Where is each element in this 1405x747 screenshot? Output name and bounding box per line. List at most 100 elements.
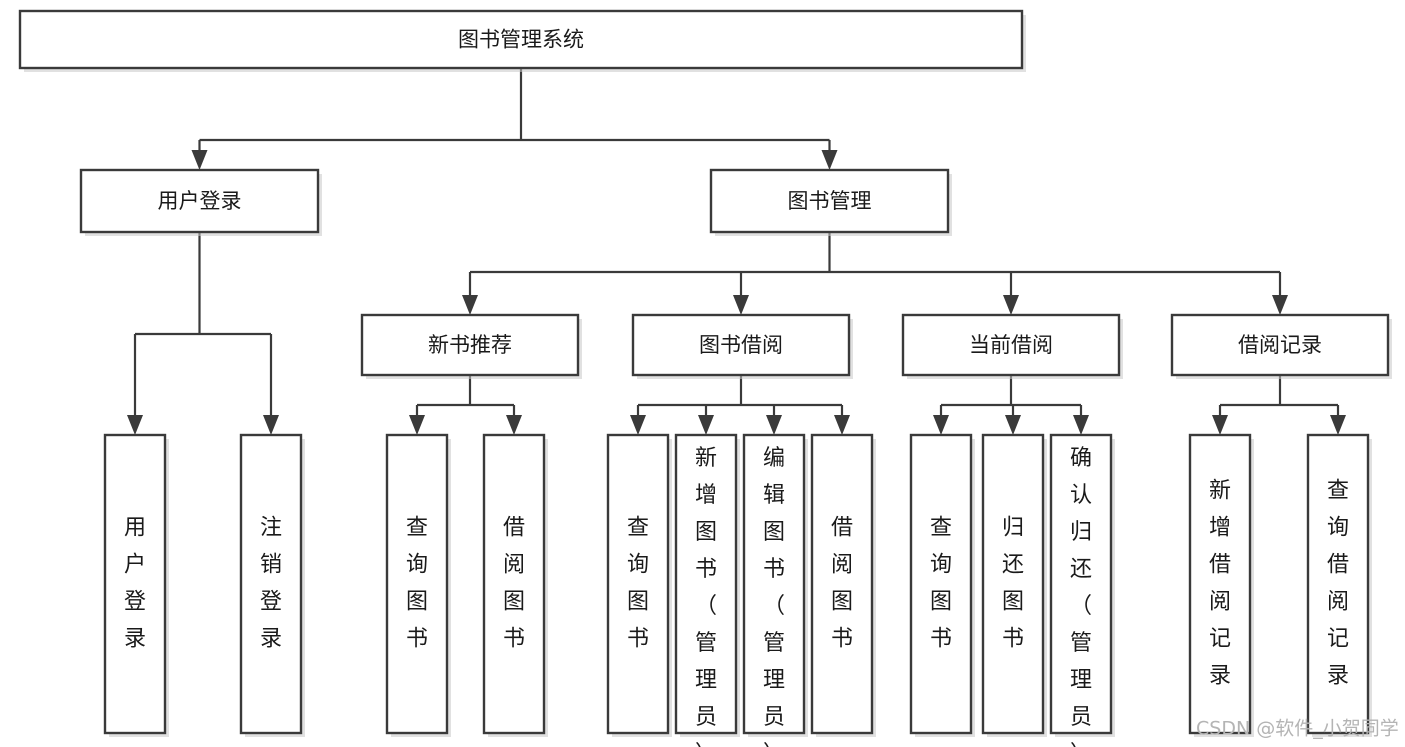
arrow-head-icon	[462, 295, 478, 315]
node-label: 当前借阅	[969, 333, 1053, 357]
csdn-watermark: CSDN @软件_小贺同学	[1196, 718, 1399, 740]
node-label-char: ）	[763, 742, 785, 747]
node-box[interactable]	[709, 168, 950, 234]
node-label-char: 注	[260, 516, 282, 541]
node-label: 图书借阅	[699, 333, 783, 357]
arrow-head-icon	[1212, 415, 1228, 435]
node-label-char: 查	[930, 516, 952, 541]
node-borrow-records[interactable]: 借阅记录	[1170, 313, 1392, 379]
node-label-char: 阅	[831, 553, 853, 578]
node-user-login[interactable]: 用户登录	[79, 168, 322, 236]
node-box[interactable]	[1170, 313, 1390, 377]
node-label-char: 增	[695, 483, 717, 508]
arrow-head-icon	[506, 415, 522, 435]
node-box[interactable]	[742, 433, 806, 735]
node-label-char: 归	[1002, 516, 1024, 541]
arrow-head-icon	[834, 415, 850, 435]
arrow-head-icon	[409, 415, 425, 435]
node-label-char: 录	[124, 627, 146, 652]
node-label-char: 编	[763, 446, 785, 471]
node-box[interactable]	[606, 433, 670, 735]
node-box[interactable]	[810, 433, 874, 735]
arrow-head-icon	[263, 415, 279, 435]
node-label-char: 图	[831, 590, 853, 615]
node-box[interactable]	[631, 313, 851, 377]
node-label-char: 询	[406, 553, 428, 578]
node-label-char: 管	[763, 631, 785, 656]
node-box[interactable]	[981, 433, 1045, 735]
node-label-char: 图	[627, 590, 649, 615]
node-box[interactable]	[79, 168, 320, 234]
node-label-char: 员	[695, 705, 717, 730]
node-label: 图书管理系统	[458, 28, 584, 52]
node-label-char: 借	[503, 516, 525, 541]
node-label: 借阅记录	[1238, 333, 1322, 357]
node-box[interactable]	[674, 433, 738, 735]
node-label-char: 新	[695, 446, 717, 471]
arrow-head-icon	[933, 415, 949, 435]
node-label-char: 书	[930, 627, 952, 652]
node-current-borrow[interactable]: 当前借阅	[901, 313, 1123, 379]
arrow-head-icon	[733, 295, 749, 315]
arrow-head-icon	[127, 415, 143, 435]
connector-layer	[127, 68, 1346, 435]
node-box[interactable]	[901, 313, 1121, 377]
arrow-head-icon	[1073, 415, 1089, 435]
arrow-head-icon	[821, 150, 838, 170]
arrow-head-icon	[1003, 295, 1019, 315]
node-new-book-rec[interactable]: 新书推荐	[360, 313, 582, 379]
node-box[interactable]	[909, 433, 973, 735]
node-book-borrow[interactable]: 图书借阅	[631, 313, 853, 379]
node-label-char: 户	[124, 553, 146, 578]
node-label-char: 录	[260, 627, 282, 652]
node-label-char: 录	[1209, 664, 1231, 689]
node-label-char: 销	[260, 553, 282, 578]
node-book-manage[interactable]: 图书管理	[709, 168, 952, 236]
node-label-char: 书	[695, 557, 717, 582]
node-label-char: 归	[1070, 520, 1092, 545]
node-box[interactable]	[239, 433, 303, 735]
node-box[interactable]	[385, 433, 449, 735]
node-box[interactable]	[1306, 433, 1370, 735]
node-box[interactable]	[360, 313, 580, 377]
node-label-char: 图	[503, 590, 525, 615]
node-label-char: （	[763, 594, 785, 619]
node-label-char: 记	[1327, 627, 1349, 652]
node-leaf-user-login[interactable]: 用户登录	[103, 433, 169, 737]
node-label-char: 登	[260, 590, 282, 615]
node-label: 用户登录	[158, 189, 242, 213]
node-box[interactable]	[103, 433, 167, 735]
node-box[interactable]	[18, 9, 1024, 70]
arrow-head-icon	[698, 415, 714, 435]
node-box[interactable]	[1188, 433, 1252, 735]
node-box[interactable]	[482, 433, 546, 735]
node-label-char: 借	[831, 516, 853, 541]
node-label: 图书管理	[788, 189, 872, 213]
node-label-char: 辑	[763, 483, 785, 508]
node-label-char: 阅	[1209, 590, 1231, 615]
node-label-char: 查	[406, 516, 428, 541]
node-label-char: 书	[1002, 627, 1024, 652]
node-label-char: 书	[831, 627, 853, 652]
node-label-char: 借	[1327, 553, 1349, 578]
node-label-char: 图	[763, 520, 785, 545]
node-box[interactable]	[1049, 433, 1113, 735]
node-label-char: 记	[1209, 627, 1231, 652]
node-root[interactable]: 图书管理系统	[18, 9, 1026, 72]
node-label-char: 书	[406, 627, 428, 652]
node-label-char: 阅	[503, 553, 525, 578]
